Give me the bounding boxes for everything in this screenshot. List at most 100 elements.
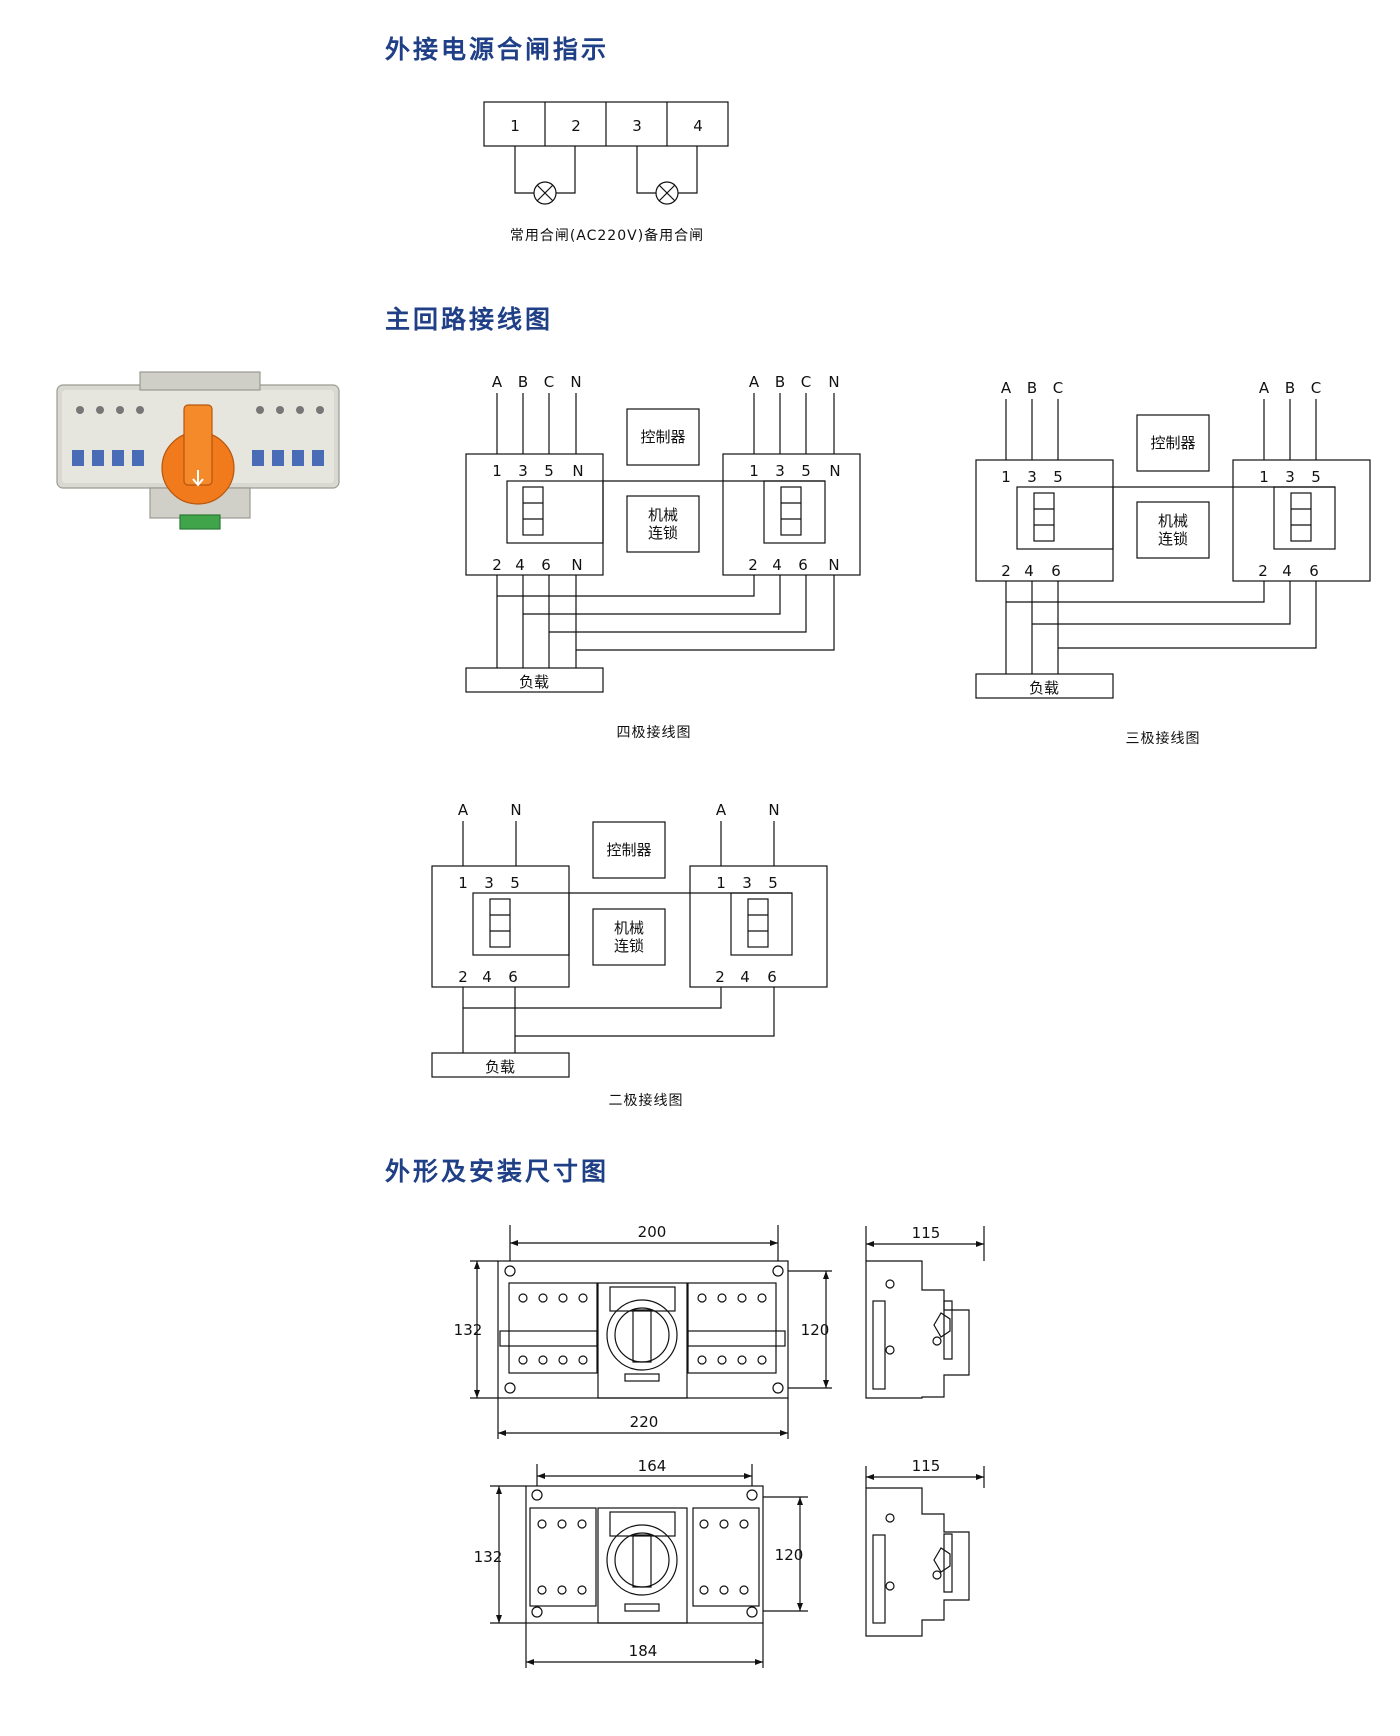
terminal-label: 2 bbox=[715, 968, 725, 986]
dim-depth: 115 bbox=[912, 1224, 941, 1242]
lamp-2-icon bbox=[655, 181, 679, 205]
indicator-terminal-2: 2 bbox=[571, 117, 581, 135]
wiring-section-title: 主回路接线图 bbox=[385, 305, 554, 334]
interlock-label: 连锁 bbox=[614, 937, 644, 955]
four-pole-caption: 四极接线图 bbox=[617, 724, 692, 741]
terminal-label: 5 bbox=[768, 874, 778, 892]
load-label: 负载 bbox=[519, 673, 549, 691]
terminal-label: N bbox=[828, 556, 839, 574]
terminal-label: 6 bbox=[767, 968, 777, 986]
terminal-label: N bbox=[572, 462, 583, 480]
terminal-label: 1 bbox=[1259, 468, 1269, 486]
dim-height-right: 120 bbox=[801, 1321, 830, 1339]
terminal-label: 4 bbox=[1024, 562, 1034, 580]
phase-label: C bbox=[1311, 379, 1321, 397]
controller-label: 控制器 bbox=[640, 428, 685, 446]
interlock-label: 机械 bbox=[614, 919, 644, 937]
load-label: 负载 bbox=[1029, 679, 1059, 697]
terminal-label: 1 bbox=[716, 874, 726, 892]
large-side-view: 115 bbox=[865, 1224, 985, 1399]
three-pole-caption: 三极接线图 bbox=[1126, 730, 1201, 747]
terminal-label: 2 bbox=[748, 556, 758, 574]
terminal-label: 3 bbox=[518, 462, 528, 480]
phase-label: C bbox=[801, 373, 811, 391]
terminal-label: 6 bbox=[541, 556, 551, 574]
phase-label: A bbox=[458, 801, 469, 819]
product-photo bbox=[56, 371, 340, 530]
dim-width-top: 200 bbox=[638, 1223, 667, 1241]
dim-width-bottom: 184 bbox=[629, 1642, 658, 1660]
terminal-label: 5 bbox=[1311, 468, 1321, 486]
phase-label: B bbox=[518, 373, 528, 391]
phase-label: A bbox=[749, 373, 760, 391]
terminal-label: 4 bbox=[772, 556, 782, 574]
dim-depth: 115 bbox=[912, 1457, 941, 1475]
terminal-label: 2 bbox=[458, 968, 468, 986]
two-pole-diagram: A N A N 1 3 5 1 3 5 2 4 6 2 4 6 控制器 机械 连… bbox=[431, 801, 828, 1109]
terminal-label: 6 bbox=[1309, 562, 1319, 580]
three-pole-diagram: A B C A B C 1 3 5 1 3 5 2 4 6 2 4 6 控制器 … bbox=[975, 379, 1371, 747]
terminal-label: 6 bbox=[1051, 562, 1061, 580]
terminal-label: 2 bbox=[1258, 562, 1268, 580]
phase-label: C bbox=[1053, 379, 1063, 397]
small-front-dims: 132 120 184 bbox=[474, 1485, 808, 1668]
terminal-label: 5 bbox=[544, 462, 554, 480]
terminal-label: 1 bbox=[1001, 468, 1011, 486]
terminal-label: 2 bbox=[1001, 562, 1011, 580]
two-pole-caption: 二极接线图 bbox=[609, 1092, 684, 1109]
terminal-label: 3 bbox=[775, 462, 785, 480]
small-side-view: 115 bbox=[865, 1457, 985, 1637]
terminal-label: 1 bbox=[749, 462, 759, 480]
phase-label: A bbox=[1259, 379, 1270, 397]
terminal-label: N bbox=[829, 462, 840, 480]
terminal-label: 5 bbox=[510, 874, 520, 892]
phase-label: A bbox=[716, 801, 727, 819]
terminal-label: 4 bbox=[515, 556, 525, 574]
dim-width-bottom: 220 bbox=[630, 1413, 659, 1431]
phase-label: B bbox=[1027, 379, 1037, 397]
terminal-label: 3 bbox=[484, 874, 494, 892]
dim-width-top: 164 bbox=[638, 1457, 667, 1475]
dim-height-left: 132 bbox=[474, 1548, 503, 1566]
terminal-label: 6 bbox=[798, 556, 808, 574]
indicator-diagram: 1 2 3 4 常用合闸(AC220V)备用合闸 bbox=[483, 101, 729, 244]
four-pole-diagram: A B C N A B C N 1 3 5 N 1 3 5 N 2 4 6 N … bbox=[465, 373, 861, 741]
terminal-label: 3 bbox=[742, 874, 752, 892]
indicator-section-title: 外接电源合闸指示 bbox=[385, 35, 610, 64]
indicator-caption: 常用合闸(AC220V)备用合闸 bbox=[510, 227, 704, 244]
terminal-label: 3 bbox=[1027, 468, 1037, 486]
terminal-label: N bbox=[571, 556, 582, 574]
terminal-label: 1 bbox=[492, 462, 502, 480]
phase-label: B bbox=[1285, 379, 1295, 397]
large-front-view: 200 bbox=[497, 1223, 789, 1399]
terminal-label: 2 bbox=[492, 556, 502, 574]
phase-label: C bbox=[544, 373, 554, 391]
dim-height-left: 132 bbox=[454, 1321, 483, 1339]
phase-label: N bbox=[828, 373, 839, 391]
lamp-1-icon bbox=[533, 181, 557, 205]
large-front-dim-left: 132 120 220 bbox=[454, 1260, 832, 1439]
phase-label: N bbox=[570, 373, 581, 391]
phase-label: A bbox=[1001, 379, 1012, 397]
phase-label: A bbox=[492, 373, 503, 391]
interlock-label: 连锁 bbox=[1158, 530, 1188, 548]
dimensions-section-title: 外形及安装尺寸图 bbox=[385, 1157, 610, 1186]
terminal-label: 5 bbox=[801, 462, 811, 480]
dim-height-right: 120 bbox=[775, 1546, 804, 1564]
indicator-terminal-3: 3 bbox=[632, 117, 642, 135]
interlock-label: 机械 bbox=[1158, 512, 1188, 530]
indicator-terminal-1: 1 bbox=[510, 117, 520, 135]
phase-label: N bbox=[510, 801, 521, 819]
terminal-label: 4 bbox=[1282, 562, 1292, 580]
interlock-label: 机械 bbox=[648, 506, 678, 524]
phase-label: N bbox=[768, 801, 779, 819]
interlock-label: 连锁 bbox=[648, 524, 678, 542]
terminal-label: 4 bbox=[740, 968, 750, 986]
terminal-label: 3 bbox=[1285, 468, 1295, 486]
indicator-terminal-4: 4 bbox=[693, 117, 703, 135]
small-front-view: 164 bbox=[525, 1457, 764, 1624]
phase-label: B bbox=[775, 373, 785, 391]
terminal-label: 6 bbox=[508, 968, 518, 986]
controller-label: 控制器 bbox=[606, 841, 651, 859]
terminal-label: 4 bbox=[482, 968, 492, 986]
